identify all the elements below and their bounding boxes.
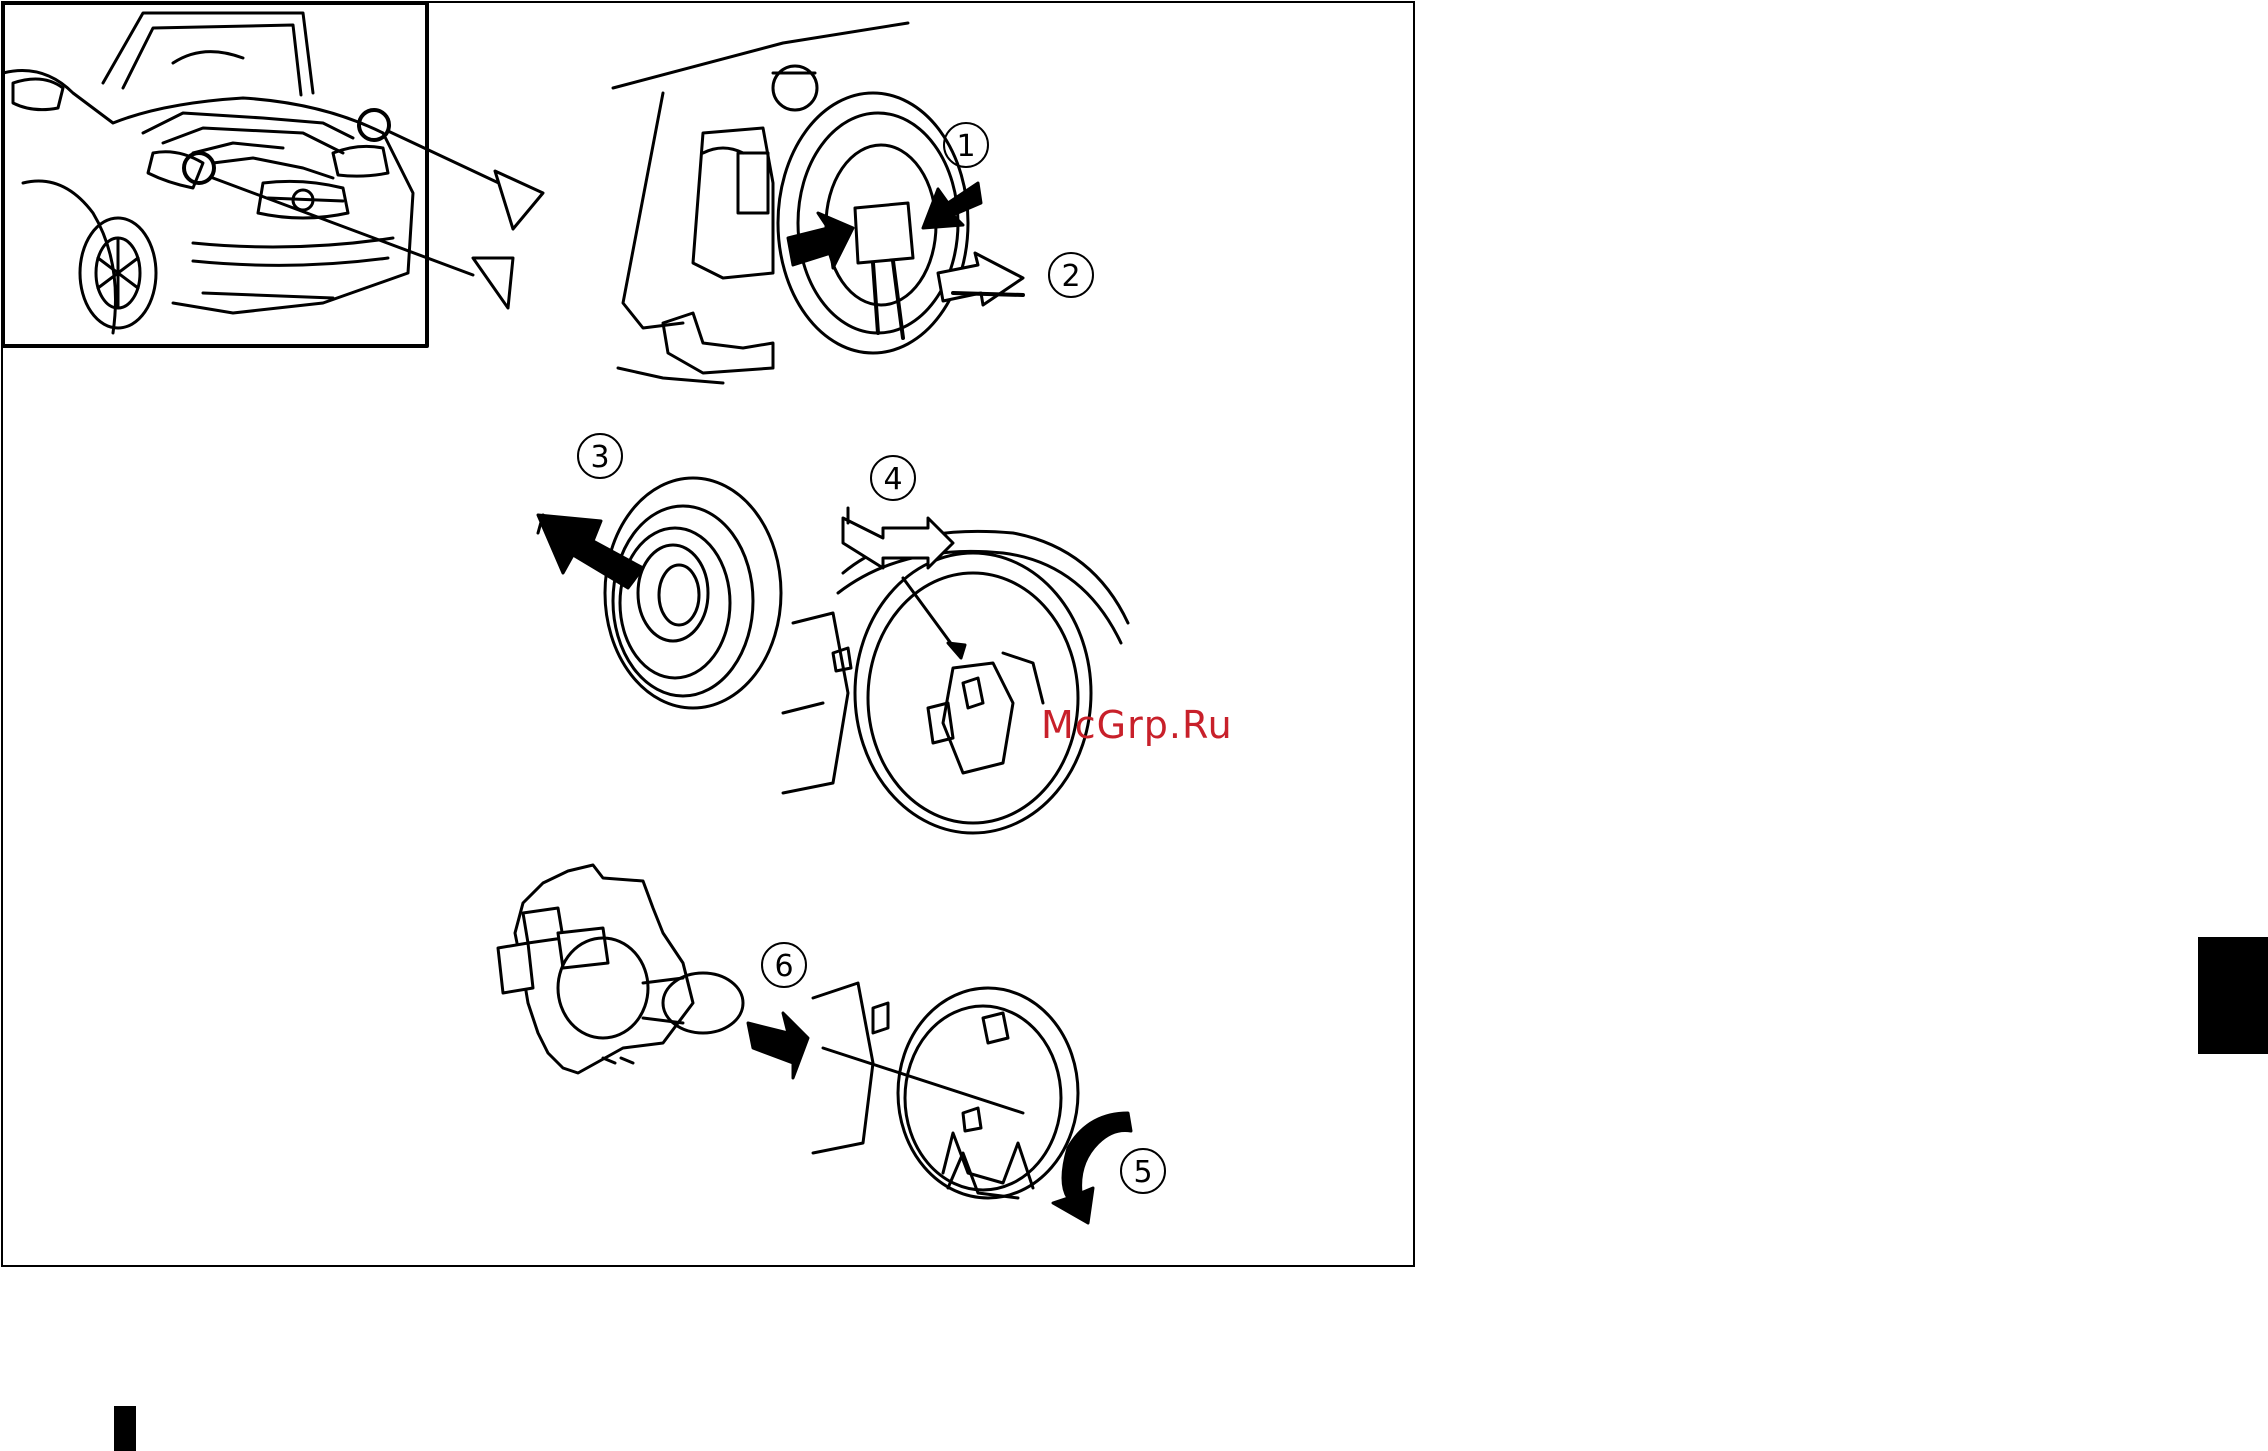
section-tab bbox=[2198, 937, 2268, 1054]
callout-4: 4 bbox=[883, 462, 902, 497]
figure-illustration: 1 2 3 bbox=[3, 3, 1413, 1265]
callout-5: 5 bbox=[1133, 1155, 1152, 1190]
watermark-text: McGrp.Ru bbox=[1041, 703, 1233, 747]
headlight-bulb-replacement-figure: 1 2 3 bbox=[1, 1, 1415, 1267]
retaining-spring-icon: 6 bbox=[748, 943, 1078, 1198]
callout-1: 1 bbox=[956, 129, 975, 164]
page-marker bbox=[114, 1406, 136, 1451]
bulb-icon bbox=[498, 865, 743, 1073]
callout-3: 3 bbox=[590, 440, 609, 475]
connector-removal-illustration: 1 2 bbox=[613, 23, 1093, 383]
dust-cover-illustration: 3 bbox=[538, 434, 781, 708]
curved-arrow-icon: 5 bbox=[1053, 1113, 1165, 1223]
callout-2: 2 bbox=[1061, 259, 1080, 294]
retaining-spring-illustration: 4 bbox=[783, 456, 1128, 833]
callout-6: 6 bbox=[774, 949, 793, 984]
car-front-icon bbox=[3, 3, 543, 346]
